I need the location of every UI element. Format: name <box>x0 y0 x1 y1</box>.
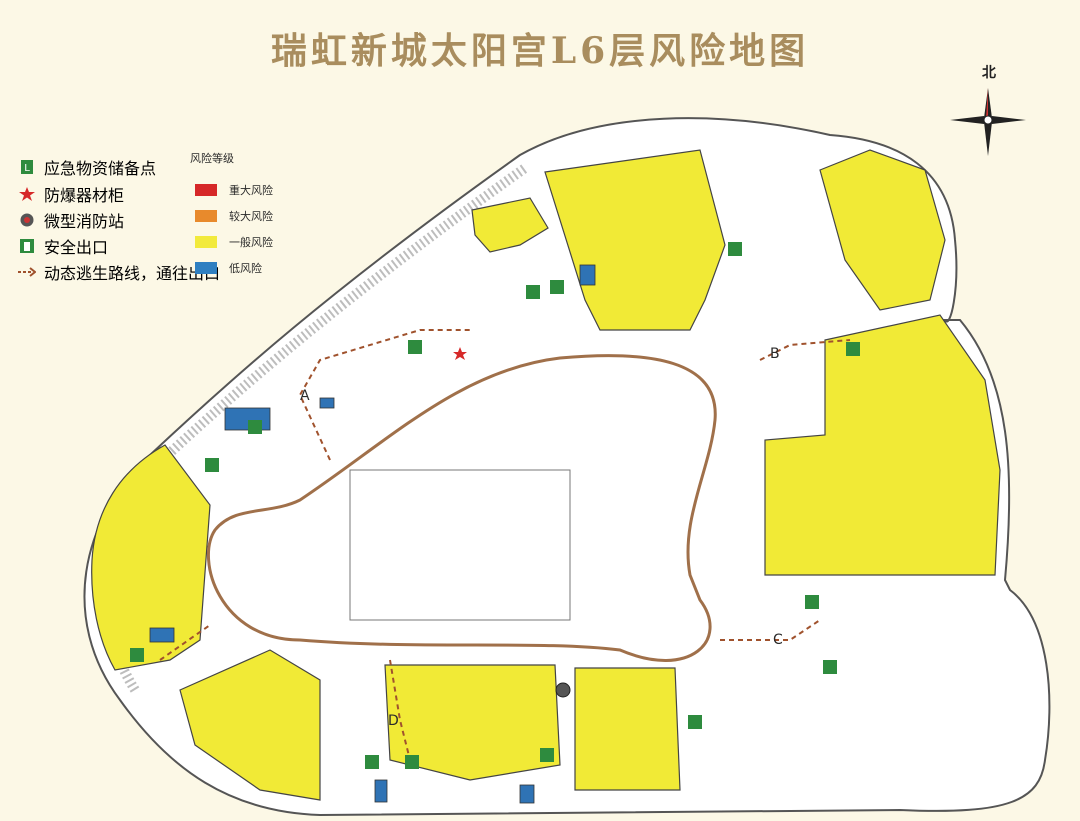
low-risk-areas <box>149 264 596 804</box>
safety-exit-icon <box>805 595 819 609</box>
atrium-corridor <box>206 354 717 662</box>
risk-label: 较大风险 <box>229 210 273 223</box>
legend-item: 防爆器材柜 <box>18 182 124 206</box>
atrium-core <box>349 469 571 621</box>
mini-fire-station-icon <box>20 213 34 227</box>
legend-label: 微型消防站 <box>44 212 125 231</box>
risk-level-item: 一般风险 <box>195 234 273 250</box>
risk-area <box>319 397 335 409</box>
safety-exit-icon <box>408 340 422 354</box>
risk-label: 重大风险 <box>229 184 273 197</box>
risk-level-heading: 风险等级 <box>190 152 234 165</box>
route-line <box>389 659 411 761</box>
risk-area <box>819 149 946 311</box>
risk-swatch <box>195 210 217 222</box>
route-line <box>159 624 211 661</box>
safety-exits <box>130 242 860 769</box>
route-line <box>298 329 470 461</box>
safety-exit-icon <box>846 342 860 356</box>
evacuation-routes <box>159 329 851 761</box>
zone-label-d: D <box>388 713 399 729</box>
safety-exit-icon <box>540 748 554 762</box>
legend-label: 应急物资储备点 <box>44 159 157 178</box>
safety-exit-icon <box>365 755 379 769</box>
legend-item: 安全出口 <box>18 234 108 258</box>
legend-item: L 应急物资储备点 <box>18 155 156 179</box>
safety-exit-icon <box>823 660 837 674</box>
risk-area <box>579 264 596 286</box>
risk-area <box>519 784 535 804</box>
general-risk-areas <box>91 149 1001 801</box>
safety-exit-icon <box>728 242 742 256</box>
risk-area <box>149 627 175 643</box>
risk-area <box>471 197 549 253</box>
zone-label-b: B <box>770 346 780 362</box>
legend-item: 动态逃生路线，通往出口 <box>18 260 220 284</box>
landscape-band <box>99 163 528 693</box>
risk-level-item: 较大风险 <box>195 208 273 224</box>
risk-area <box>224 407 271 431</box>
safety-exit-icon <box>550 280 564 294</box>
evacuation-route-icon <box>18 267 36 277</box>
safety-exit-icon <box>688 715 702 729</box>
zone-label-a: A <box>300 388 310 404</box>
risk-level-item: 低风险 <box>195 260 262 276</box>
risk-area <box>91 444 211 671</box>
risk-area <box>374 779 388 803</box>
legend-label: 动态逃生路线，通往出口 <box>44 264 221 283</box>
risk-label: 低风险 <box>229 262 262 275</box>
explosion-proof-cabinet-icon <box>19 187 35 201</box>
legend-label: 安全出口 <box>44 238 109 257</box>
risk-swatch <box>195 262 217 274</box>
explosion-proof-cabinet-icon <box>453 347 467 360</box>
zone-label-c: C <box>773 632 783 648</box>
risk-area <box>574 667 681 791</box>
safety-exit-icon <box>526 285 540 299</box>
risk-swatch <box>195 184 217 196</box>
risk-area <box>764 314 1001 576</box>
svg-text:L: L <box>24 163 30 174</box>
safety-exit-icon <box>405 755 419 769</box>
risk-level-item: 重大风险 <box>195 182 273 198</box>
risk-label: 一般风险 <box>229 236 273 249</box>
compass-rose-icon <box>950 88 1026 156</box>
route-line <box>759 339 851 361</box>
route-line <box>720 619 821 641</box>
map-title: 瑞虹新城太阳宫L6层风险地图 <box>270 30 810 72</box>
risk-area <box>384 664 561 781</box>
safety-exit-icon <box>20 239 34 253</box>
legend-item: 微型消防站 <box>18 208 124 232</box>
risk-swatch <box>195 236 217 248</box>
emergency-supplies-icon: L <box>21 160 33 174</box>
safety-exit-icon <box>248 420 262 434</box>
compass-north-label: 北 <box>982 65 996 81</box>
risk-area <box>179 649 321 801</box>
safety-exit-icon <box>205 458 219 472</box>
legend-label: 防爆器材柜 <box>44 186 125 205</box>
safety-exit-icon <box>130 648 144 662</box>
mini-fire-station-icon <box>555 682 571 698</box>
